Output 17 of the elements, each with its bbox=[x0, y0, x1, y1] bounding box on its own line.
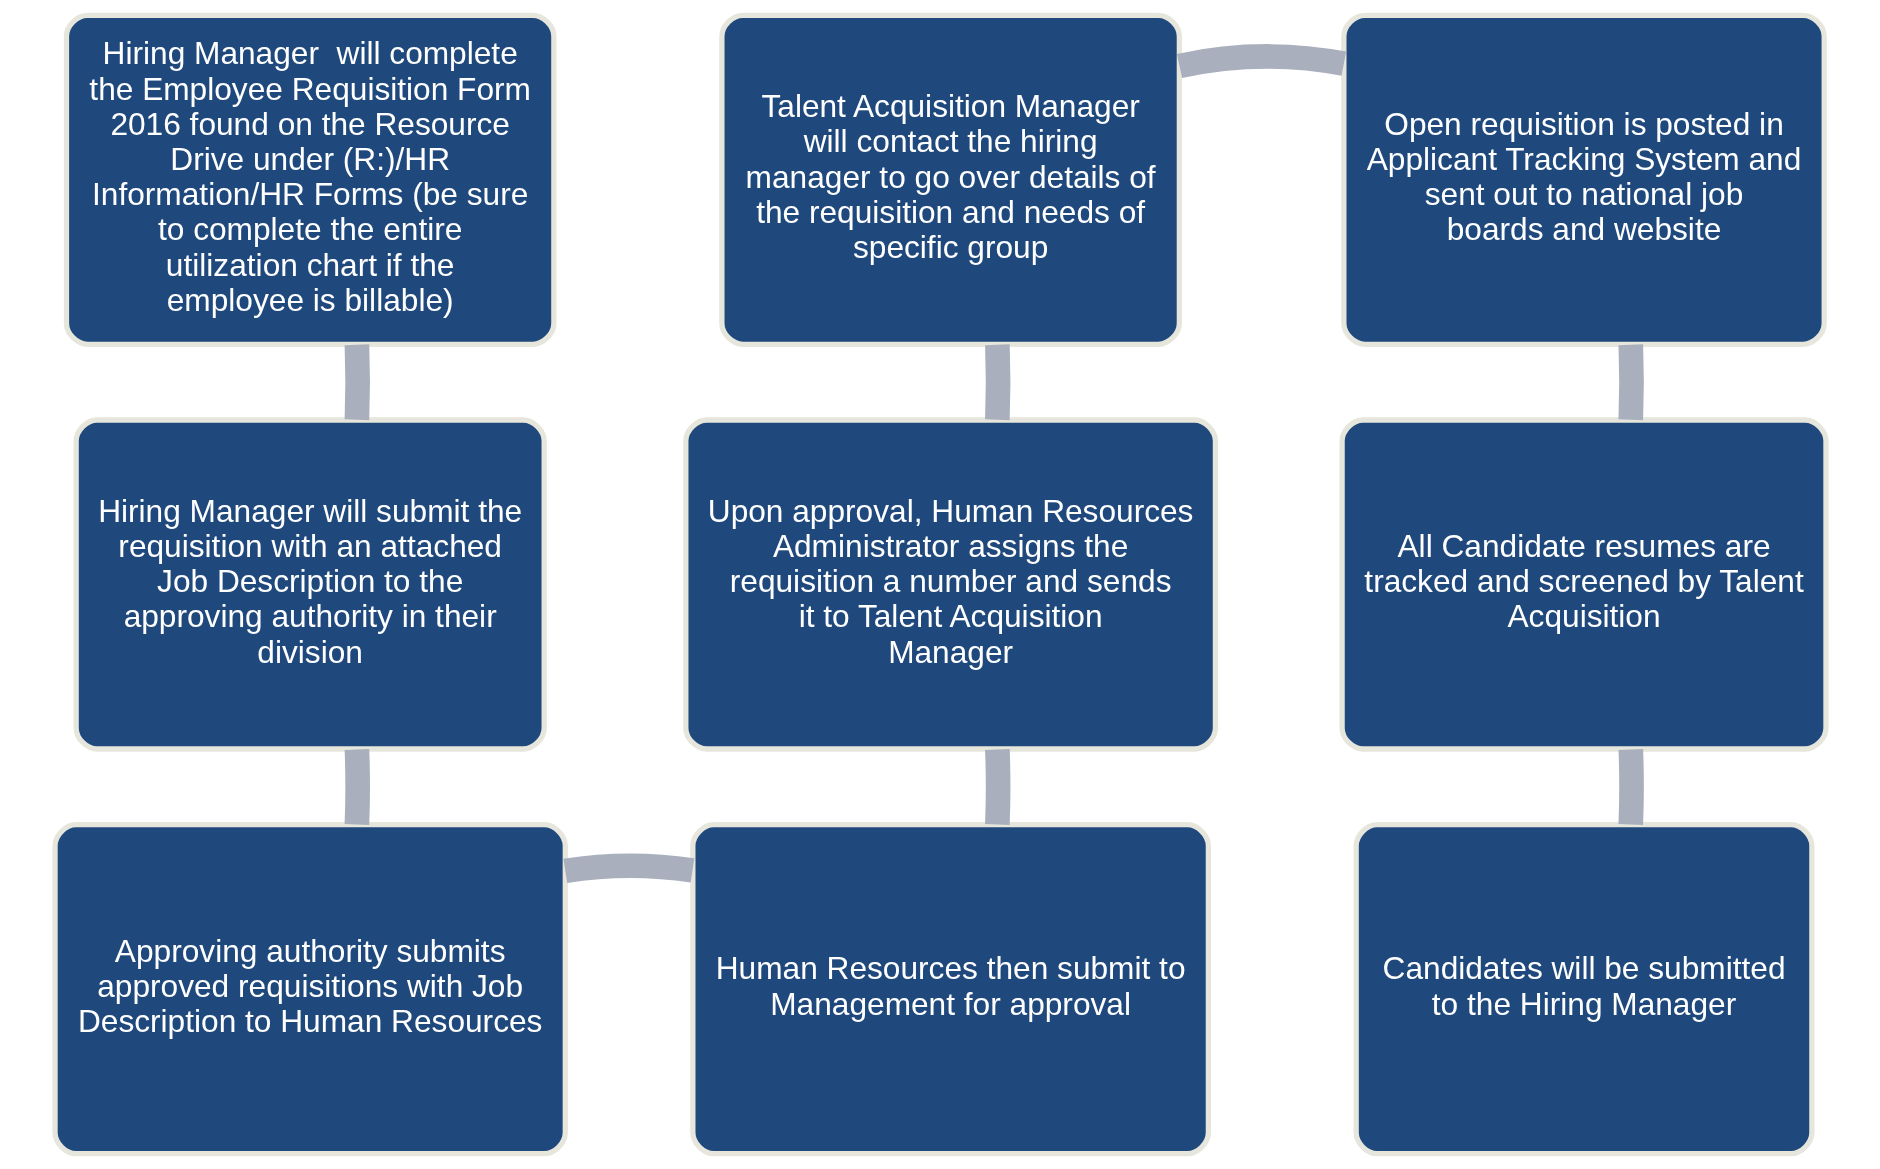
node-box: Open requisition is posted in Applicant Tracking System and sent out to national job boards and website bbox=[1340, 12, 1827, 347]
node-box: Talent Acquisition Manager will contact the hiring manager to go over details of the requisition and needs of specific group bbox=[718, 12, 1182, 347]
node-box: Hiring Manager will complete the Employee Requisition Form 2016 found on the Resource Drive under (R:)/HR Information/HR Forms (be sure to complete the entire utilization chart if the employee is billable) bbox=[63, 12, 556, 347]
node-box: Candidates will be submitted to the Hiring Manager bbox=[1353, 822, 1815, 1157]
connector bbox=[1617, 748, 1644, 825]
node-box: Upon approval, Human Resources Administrator assigns the requisition a number and sends it to Talent Acquisition Manager bbox=[682, 417, 1218, 752]
connector bbox=[344, 344, 370, 421]
node-box: All Candidate resumes are tracked and screened by Talent Acquisition bbox=[1338, 417, 1829, 752]
connector bbox=[984, 344, 1010, 421]
connector bbox=[984, 748, 1010, 825]
connector bbox=[1617, 344, 1644, 421]
connector bbox=[1176, 44, 1346, 78]
node-box: Approving authority submits approved requisitions with Job Description to Human Resources bbox=[51, 822, 568, 1157]
connector bbox=[344, 748, 370, 825]
node-box: Human Resources then submit to Management for approval bbox=[689, 822, 1211, 1157]
connector bbox=[563, 853, 694, 884]
node-box: Hiring Manager will submit the requisition with an attached Job Description to the approving authority in their division bbox=[73, 417, 547, 752]
